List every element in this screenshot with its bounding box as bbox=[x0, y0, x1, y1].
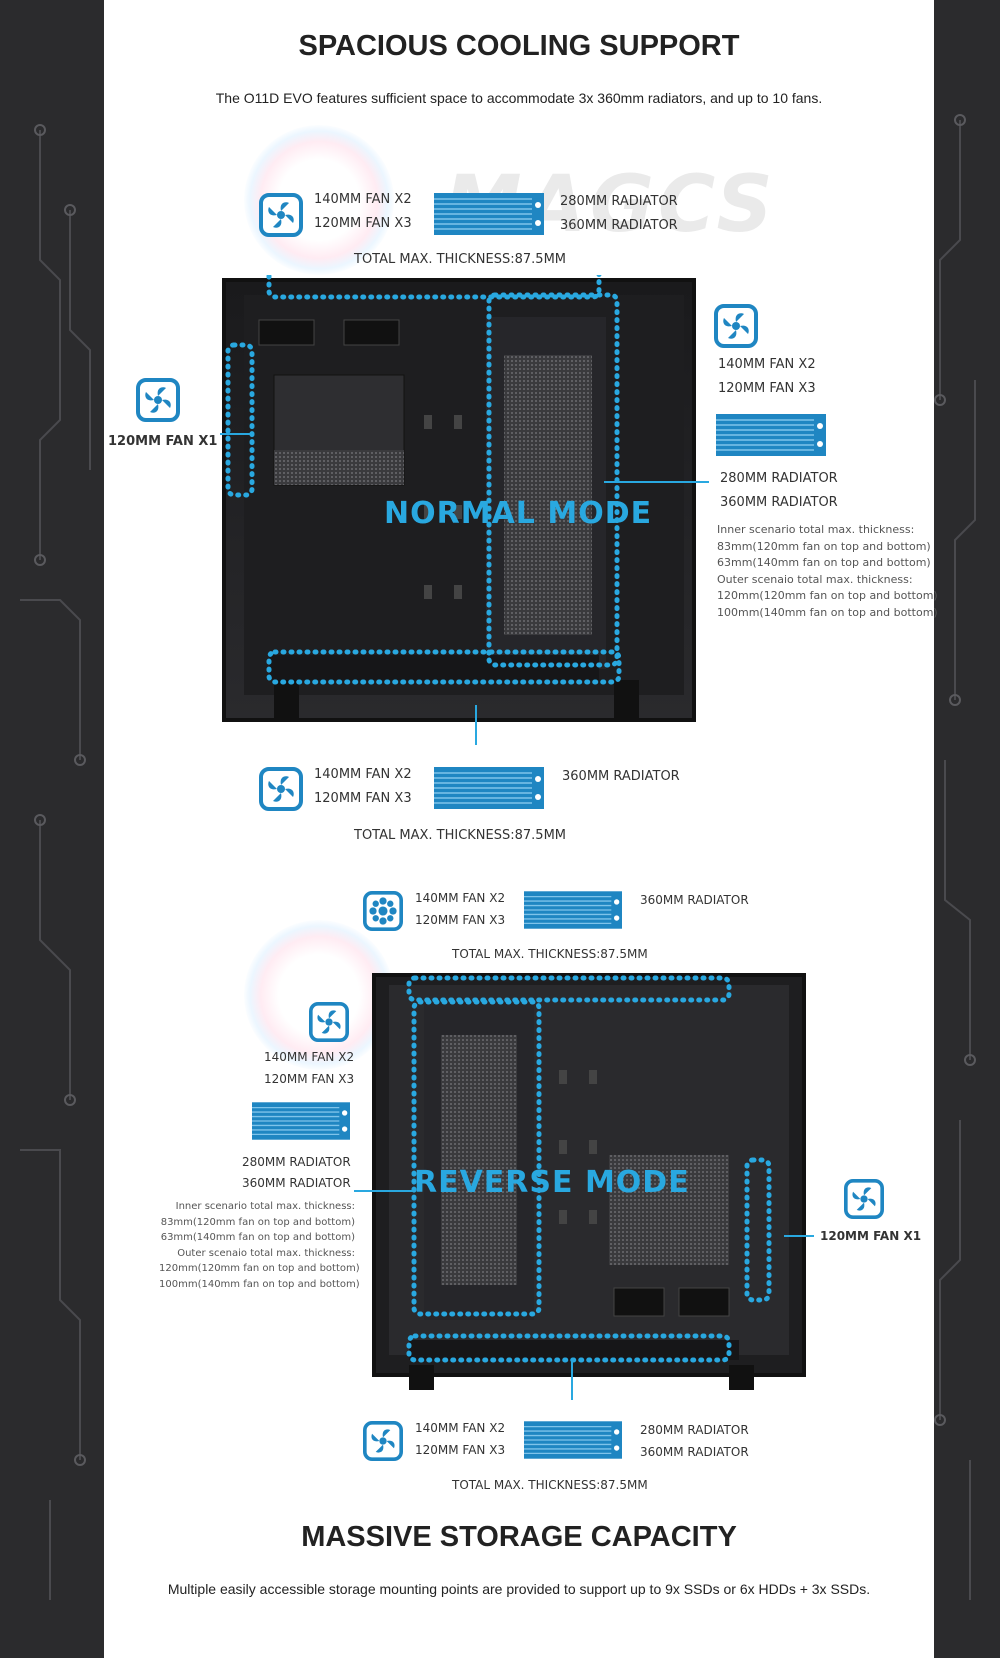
content-panel: SPACIOUS COOLING SUPPORT The O11D EVO fe… bbox=[104, 0, 938, 1658]
note-line: Inner scenario total max. thickness: bbox=[717, 523, 915, 536]
reverse-rear-fan: 120MM FAN X1 bbox=[820, 1229, 922, 1243]
case-image-reverse bbox=[372, 973, 806, 1390]
reverse-top-thickness: TOTAL MAX. THICKNESS:87.5MM bbox=[452, 947, 648, 961]
reverse-top-fan-line2: 120MM FAN X3 bbox=[415, 913, 506, 927]
normal-mode-label: NORMAL MODE bbox=[384, 496, 653, 531]
normal-side-fan-line2: 120MM FAN X3 bbox=[718, 381, 816, 396]
note-line: 100mm(140mm fan on top and bottom) bbox=[159, 1278, 360, 1290]
leader-line bbox=[571, 1360, 573, 1400]
reverse-side-fan-line1: 140MM FAN X2 bbox=[264, 1050, 355, 1064]
normal-top-rad-line2: 360MM RADIATOR bbox=[560, 218, 678, 233]
leader-line bbox=[604, 481, 709, 483]
normal-side-fan-line1: 140MM FAN X2 bbox=[718, 357, 816, 372]
note-line: Outer scenaio total max. thickness: bbox=[177, 1247, 355, 1259]
normal-side-rad-line1: 280MM RADIATOR bbox=[720, 471, 838, 486]
note-line: 83mm(120mm fan on top and bottom) bbox=[160, 1216, 355, 1228]
normal-bottom-rad-line1: 360MM RADIATOR bbox=[562, 769, 680, 784]
reverse-top-rad-line1: 360MM RADIATOR bbox=[640, 893, 749, 907]
reverse-side-notes: Inner scenario total max. thickness: 83m… bbox=[159, 1199, 360, 1292]
fan-icon bbox=[363, 1421, 403, 1461]
reverse-bottom-fan-line1: 140MM FAN X2 bbox=[415, 1421, 506, 1435]
reverse-bottom-rad-line1: 280MM RADIATOR bbox=[640, 1423, 749, 1437]
radiator-icon bbox=[252, 1102, 350, 1140]
radiator-icon bbox=[524, 891, 622, 929]
normal-top-fan-line1: 140MM FAN X2 bbox=[314, 192, 412, 207]
normal-bottom-thickness: TOTAL MAX. THICKNESS:87.5MM bbox=[354, 828, 567, 843]
reverse-top-fan-line1: 140MM FAN X2 bbox=[415, 891, 506, 905]
section-subtitle-storage: Multiple easily accessible storage mount… bbox=[167, 1581, 871, 1597]
radiator-icon bbox=[524, 1421, 622, 1459]
reverse-bottom-rad-line2: 360MM RADIATOR bbox=[640, 1445, 749, 1459]
reverse-bottom-thickness: TOTAL MAX. THICKNESS:87.5MM bbox=[452, 1478, 648, 1492]
case-image-normal bbox=[222, 275, 696, 722]
reverse-bottom-fan-line2: 120MM FAN X3 bbox=[415, 1443, 506, 1457]
note-line: 120mm(120mm fan on top and bottom) bbox=[159, 1263, 360, 1274]
section-subtitle-cooling: The O11D EVO features sufficient space t… bbox=[215, 90, 823, 106]
normal-bottom-fan-line1: 140MM FAN X2 bbox=[314, 767, 412, 782]
radiator-icon bbox=[716, 414, 826, 456]
fan-icon bbox=[259, 767, 303, 811]
normal-top-thickness: TOTAL MAX. THICKNESS:87.5MM bbox=[354, 252, 567, 267]
note-line: 83mm(120mm fan on top and bottom) bbox=[717, 539, 931, 553]
fan-icon bbox=[363, 891, 403, 931]
reverse-side-fan-line2: 120MM FAN X3 bbox=[264, 1072, 355, 1086]
leader-line bbox=[475, 705, 477, 745]
note-line: 100mm(140mm fan on top and bottom) bbox=[717, 605, 938, 619]
normal-side-notes: Inner scenario total max. thickness: 83m… bbox=[717, 522, 938, 621]
reverse-side-rad-line1: 280MM RADIATOR bbox=[242, 1155, 351, 1169]
fan-icon bbox=[136, 378, 180, 422]
fan-icon bbox=[844, 1179, 884, 1219]
note-line: 120mm(120mm fan on top and bottom) bbox=[717, 589, 938, 602]
normal-top-fan-line2: 120MM FAN X3 bbox=[314, 216, 412, 231]
section-title-cooling: SPACIOUS COOLING SUPPORT bbox=[298, 30, 740, 62]
reverse-side-rad-line2: 360MM RADIATOR bbox=[242, 1176, 351, 1190]
radiator-icon bbox=[434, 193, 544, 235]
note-line: 63mm(140mm fan on top and bottom) bbox=[160, 1232, 355, 1243]
fan-icon bbox=[309, 1002, 349, 1042]
normal-side-rad-line2: 360MM RADIATOR bbox=[720, 495, 838, 510]
leader-line bbox=[354, 1190, 414, 1192]
note-line: Outer scenaio total max. thickness: bbox=[717, 572, 913, 586]
leader-line bbox=[784, 1235, 814, 1237]
leader-line bbox=[220, 433, 250, 435]
radiator-icon bbox=[434, 767, 544, 809]
normal-bottom-fan-line2: 120MM FAN X3 bbox=[314, 791, 412, 806]
fan-icon bbox=[714, 304, 758, 348]
normal-rear-fan: 120MM FAN X1 bbox=[108, 434, 218, 449]
normal-top-rad-line1: 280MM RADIATOR bbox=[560, 194, 678, 209]
fan-icon bbox=[259, 193, 303, 237]
section-title-storage: MASSIVE STORAGE CAPACITY bbox=[301, 1521, 737, 1553]
note-line: Inner scenario total max. thickness: bbox=[175, 1201, 355, 1212]
reverse-mode-label: REVERSE MODE bbox=[414, 1165, 690, 1200]
note-line: 63mm(140mm fan on top and bottom) bbox=[717, 556, 931, 569]
watermark-logo-circle bbox=[244, 920, 394, 1070]
